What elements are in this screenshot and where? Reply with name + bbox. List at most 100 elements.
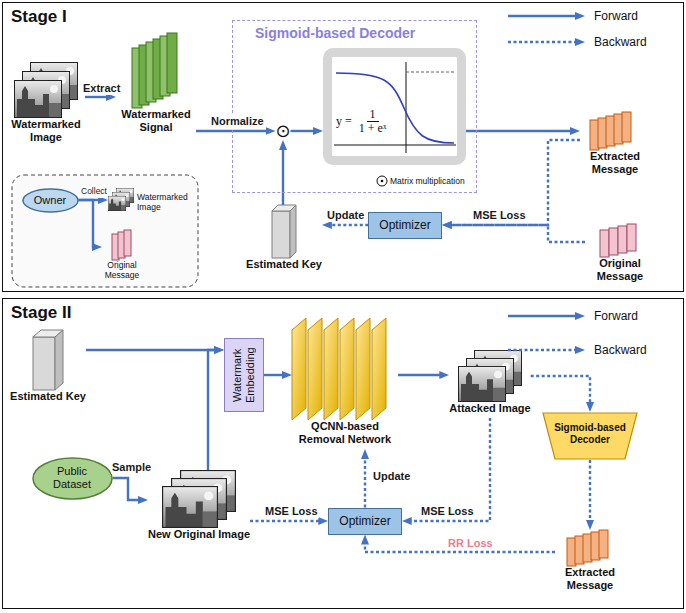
network-stack [324, 318, 338, 420]
backward-connector [449, 140, 580, 225]
item-label: Attacked Image [449, 402, 530, 415]
trapezoid-text: Sigmoid-based Decoder [550, 422, 630, 446]
legend-sample [508, 315, 578, 317]
backward-connector [589, 460, 591, 523]
trapezoid-shape [543, 413, 637, 459]
item-label: QCNN-based Removal Network [295, 420, 395, 446]
forward-connector [466, 130, 573, 132]
ellipse-shape [33, 458, 112, 499]
item-label: Estimated Key [246, 258, 322, 271]
ellipse-label: Public Dataset [47, 465, 97, 491]
sigmoid-curve [334, 62, 456, 153]
message-stack [627, 224, 636, 251]
icon-space [14, 62, 78, 118]
signal-stack-node: Watermarked Signal [116, 32, 196, 137]
owner-region [12, 175, 198, 287]
formula-text: 1 + eˣ [356, 122, 390, 135]
network-stack [292, 318, 386, 420]
key-block [55, 330, 63, 390]
image-stack [162, 486, 218, 528]
signal-stack [167, 33, 177, 93]
network-stack [356, 318, 370, 420]
message-stack [622, 112, 631, 142]
forward-connector [113, 478, 142, 500]
legend-text: Forward [594, 9, 638, 23]
key-block [33, 337, 55, 390]
ellipse-label: Owner [34, 194, 66, 207]
icon-space [292, 318, 398, 420]
decoder-trapezoid: Sigmoid-based Decoder [542, 412, 638, 460]
image-stack [458, 350, 522, 402]
region-title: Sigmoid-based Decoder [255, 25, 415, 42]
sigmoid-curve [406, 72, 454, 73]
edge-label: Sample [111, 461, 152, 474]
message-stack [124, 230, 131, 256]
optimizer-box: Optimizer [368, 212, 441, 239]
formula-text: y = [336, 115, 352, 128]
edge-label: Update [372, 470, 411, 483]
image-stack [162, 470, 236, 528]
forward-connector [282, 147, 284, 205]
backward-connector [531, 376, 590, 405]
item-label: Watermarked Signal [116, 108, 196, 134]
image-stack-node: Watermarked Image [108, 188, 193, 212]
stage-panel: Stage IWatermarked ImageWatermarked Sign… [2, 2, 684, 292]
icon-space [112, 230, 132, 260]
icon-space [590, 112, 640, 150]
multiply-node: ⊙ [275, 122, 290, 140]
legend-symbol [381, 180, 384, 183]
operator-symbol: ⊙ [275, 122, 290, 140]
dataset-ellipse: Public Dataset [32, 457, 113, 500]
message-stack-node: Extracted Message [580, 112, 650, 179]
edge-label: MSE Loss [264, 505, 319, 518]
item-label: Watermarked Image [137, 192, 193, 212]
forward-connector [85, 96, 109, 98]
legend-sample [508, 349, 578, 351]
embedding-label: Watermark Embedding [231, 347, 256, 403]
item-label: Original Message [585, 257, 655, 283]
embedding-box: Watermark Embedding [224, 338, 264, 412]
icon-space [565, 530, 615, 566]
edge-label: MSE Loss [472, 209, 527, 222]
image-stack [458, 366, 506, 402]
network-stack [308, 318, 322, 420]
ellipse-text: Owner [34, 194, 66, 207]
legend-text: Forward [594, 309, 638, 323]
key-block [272, 205, 296, 258]
key-block-node: Estimated Key [10, 330, 86, 406]
stage-title: Stage II [11, 303, 71, 323]
edge-label: Extract [82, 82, 121, 95]
formula-text: 1 [367, 108, 379, 122]
image-stack [14, 62, 78, 118]
sigmoid-curve [336, 73, 454, 143]
message-stack [599, 530, 608, 558]
decoder-label: Sigmoid-based Decoder [550, 422, 630, 446]
image-stack-node: New Original Image [148, 470, 250, 544]
forward-connector [79, 200, 96, 247]
icon-space [272, 205, 296, 258]
icon-space [458, 350, 522, 402]
message-stack [600, 224, 636, 257]
item-label: Original Message [102, 260, 142, 280]
backward-connector [409, 418, 490, 521]
icon-space [162, 470, 236, 528]
image-stack [108, 188, 134, 211]
network-stack [340, 318, 354, 420]
ellipse-text: Public Dataset [47, 465, 97, 491]
image-stack-node: Attacked Image [449, 350, 530, 418]
forward-connector [398, 374, 442, 376]
decoder-region: Sigmoid-based Decoder ⊙ y = 11 + eˣ [232, 20, 477, 193]
message-stack-node: Extracted Message [555, 530, 625, 595]
icon-space [600, 224, 640, 257]
icon-space [33, 330, 63, 390]
edge-label: MSE Loss [420, 505, 475, 518]
sigmoid-plot: y = 11 + eˣ [323, 48, 466, 165]
network-stack [292, 318, 306, 420]
message-stack [600, 230, 609, 257]
image-stack [14, 80, 62, 118]
formula-fraction: 11 + eˣ [356, 108, 390, 135]
key-block-node: Estimated Key [246, 205, 322, 274]
edge-label: RR Loss [447, 537, 494, 550]
